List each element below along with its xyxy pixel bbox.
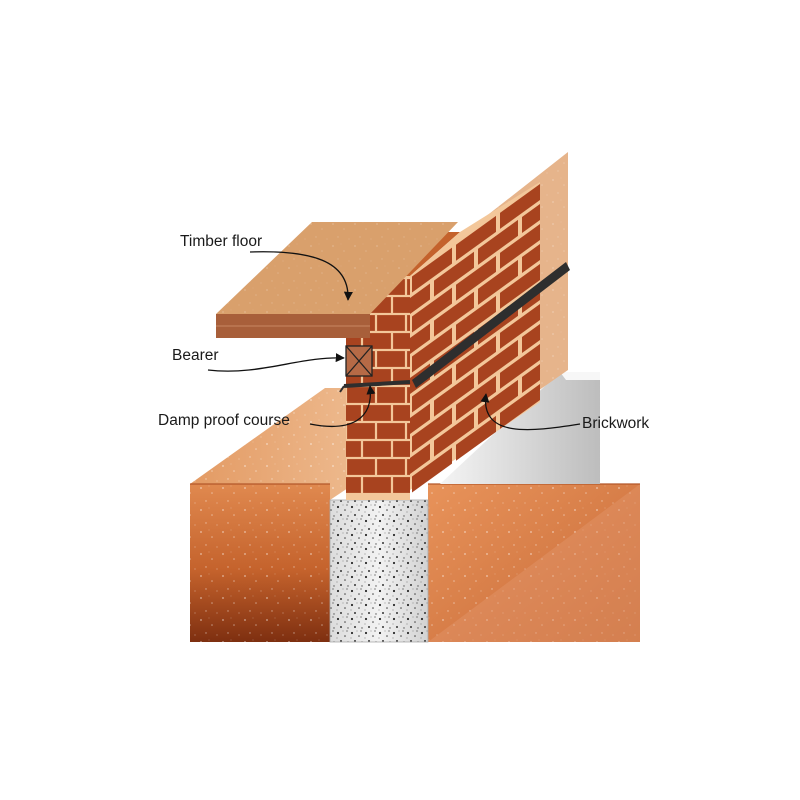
timber-floor-label: Timber floor [180, 233, 262, 250]
brick [500, 184, 540, 229]
brick [412, 367, 452, 413]
brick [434, 291, 474, 337]
brick [377, 315, 405, 331]
damp-proof-course [339, 262, 570, 393]
brick [456, 255, 496, 301]
brick [407, 387, 410, 403]
brick [346, 405, 361, 421]
brick [500, 264, 540, 309]
brick [478, 339, 518, 385]
brick [377, 351, 405, 367]
brick [522, 364, 540, 394]
brick [478, 259, 518, 305]
concrete-foundation [329, 499, 429, 643]
brick [407, 351, 410, 367]
brickwork-label: Brickwork [582, 415, 649, 432]
brick [363, 405, 391, 421]
brick [393, 441, 410, 457]
brick [412, 447, 452, 493]
strip-footing [440, 372, 600, 484]
brick [478, 219, 518, 265]
brick [412, 287, 452, 333]
brick [456, 375, 496, 421]
bearer-label: Bearer [172, 347, 219, 364]
brick [347, 459, 375, 475]
brick [377, 459, 405, 475]
brick [377, 387, 405, 403]
brick [407, 279, 410, 295]
brick [500, 224, 540, 269]
brick [407, 459, 410, 475]
brick [393, 333, 410, 349]
bearer [345, 345, 373, 377]
brick [434, 411, 474, 457]
brick [522, 324, 540, 354]
brick [346, 477, 361, 493]
brick [393, 297, 410, 313]
brick [456, 415, 496, 461]
timber-floor [216, 222, 458, 338]
brick [363, 333, 391, 349]
damp-proof-course-label: Damp proof course [158, 412, 290, 429]
brick [412, 327, 452, 373]
brick [410, 403, 430, 434]
brick [456, 295, 496, 341]
brick [363, 477, 391, 493]
annotation-damp-proof-course: Damp proof course [158, 385, 376, 429]
annotation-timber-floor: Timber floor [180, 233, 353, 301]
brick [500, 304, 540, 349]
brick [393, 405, 410, 421]
annotation-bearer: Bearer [172, 347, 345, 372]
brick [407, 315, 410, 331]
brick [500, 344, 540, 389]
brick [346, 441, 361, 457]
brick [434, 251, 474, 297]
brick [410, 443, 430, 474]
brick [347, 423, 375, 439]
ground [190, 388, 640, 642]
brick [456, 215, 496, 261]
brick [407, 423, 410, 439]
brick [456, 335, 496, 381]
annotation-brickwork: Brickwork [480, 393, 649, 432]
brick [412, 407, 452, 453]
brick [377, 423, 405, 439]
brick [522, 244, 540, 274]
brick [500, 384, 540, 429]
brick [410, 283, 430, 314]
brick [522, 204, 540, 234]
brick [434, 371, 474, 417]
brick [412, 247, 452, 293]
brick [363, 441, 391, 457]
brick [393, 477, 410, 493]
brick [410, 323, 430, 354]
